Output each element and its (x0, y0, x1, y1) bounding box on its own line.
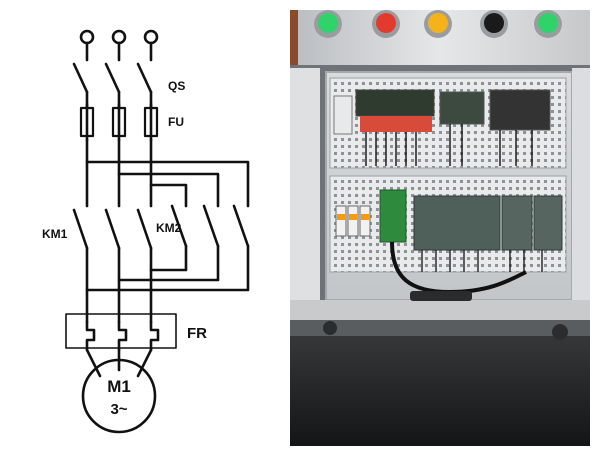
supply-terminal-l2 (111, 29, 127, 45)
pilot-light-red (376, 13, 396, 33)
pilot-light-row (314, 10, 562, 38)
motor-m1 (81, 358, 157, 434)
supply-terminal-l1 (79, 29, 95, 45)
motor-phase-label: 3~ (110, 401, 127, 418)
fr-label: FR (187, 325, 207, 342)
supply-terminal-l3 (143, 29, 159, 45)
qs-label: QS (168, 79, 185, 93)
motor-reversing-circuit-diagram: QS FU KM1 KM2 FR M1 3~ (42, 29, 250, 434)
fu-fuses (79, 102, 159, 142)
km1-label: KM1 (42, 227, 68, 241)
km2-label: KM2 (156, 221, 182, 235)
plc-module (413, 195, 501, 251)
fu-label: FU (168, 115, 184, 129)
pilot-light-yellow (428, 13, 448, 33)
km1-contacts (72, 208, 153, 250)
pilot-light-green (538, 13, 558, 33)
motor-label: M1 (107, 377, 131, 396)
km2-contacts (170, 204, 250, 248)
circuit-breakers (335, 205, 371, 237)
fr-thermal-relay (65, 313, 177, 352)
pilot-light-green (318, 13, 338, 33)
cabinet-handle (410, 291, 472, 301)
power-supply-module (379, 189, 407, 243)
electrical-cabinet-photo (290, 10, 590, 446)
pilot-light-black (484, 13, 504, 33)
qs-switch (72, 62, 153, 94)
